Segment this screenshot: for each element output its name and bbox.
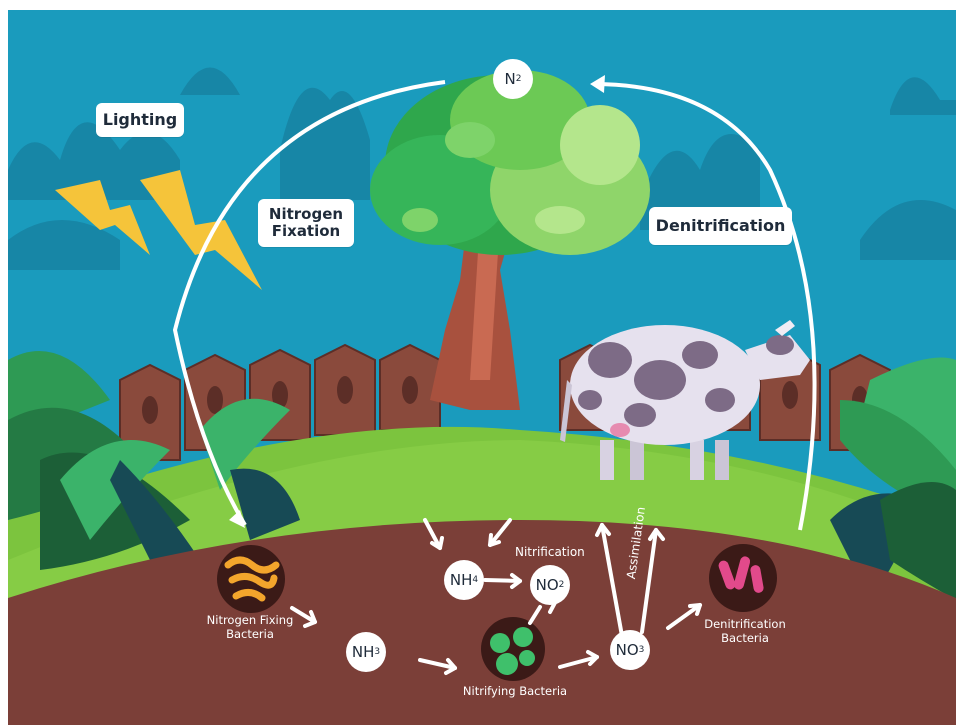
lightning-bolt-icon bbox=[140, 170, 262, 290]
nh4-subscript: 4 bbox=[472, 575, 479, 585]
nh3-label: NH bbox=[351, 643, 375, 661]
nitrification-label: Nitrification bbox=[515, 545, 585, 559]
denitrification-bacteria-label: Denitrification Bacteria bbox=[690, 617, 800, 646]
lightning-bolt-icon bbox=[55, 180, 150, 255]
denitrification-arc-arrow bbox=[594, 82, 817, 531]
nitrogen-fixing-bacteria-line2: Bacteria bbox=[226, 626, 274, 641]
denitrification-bacteria-line1: Denitrification bbox=[704, 617, 786, 631]
background-hills bbox=[8, 67, 956, 270]
n2-subscript: 2 bbox=[515, 74, 522, 84]
nitrifying-bacteria-label: Nitrifying Bacteria bbox=[462, 684, 568, 698]
soil-arrows bbox=[290, 518, 702, 675]
right-foliage bbox=[830, 357, 956, 600]
denitrification-label: Denitrification bbox=[649, 207, 792, 245]
nitrogen-fixing-bacteria-label: Nitrogen Fixing Bacteria bbox=[190, 613, 310, 642]
nitrogen-fixation-line1: Nitrogen bbox=[268, 204, 344, 223]
fixation-arc-arrow bbox=[172, 80, 446, 527]
nitrogen-fixing-bacteria-icon bbox=[217, 545, 285, 613]
cow bbox=[560, 320, 810, 480]
no2-label: NO bbox=[535, 576, 559, 594]
nh3-subscript: 3 bbox=[374, 647, 381, 657]
nitrogen-fixing-bacteria-line1: Nitrogen Fixing bbox=[206, 613, 294, 627]
lighting-label: Lighting bbox=[96, 103, 184, 137]
n2-label: N bbox=[504, 70, 516, 88]
nitrifying-bacteria-icon bbox=[481, 617, 545, 681]
nh4-label: NH bbox=[449, 571, 473, 589]
no2-subscript: 2 bbox=[558, 580, 565, 590]
denitrification-bacteria-icon bbox=[709, 544, 777, 612]
no3-subscript: 3 bbox=[638, 645, 645, 655]
denitrification-bacteria-line2: Bacteria bbox=[721, 630, 769, 645]
nitrogen-fixation-label: Nitrogen Fixation bbox=[258, 199, 354, 247]
left-foliage bbox=[8, 351, 300, 580]
nitrogen-fixation-line2: Fixation bbox=[271, 222, 341, 240]
tree-canopy bbox=[370, 70, 650, 255]
no3-label: NO bbox=[615, 641, 639, 659]
